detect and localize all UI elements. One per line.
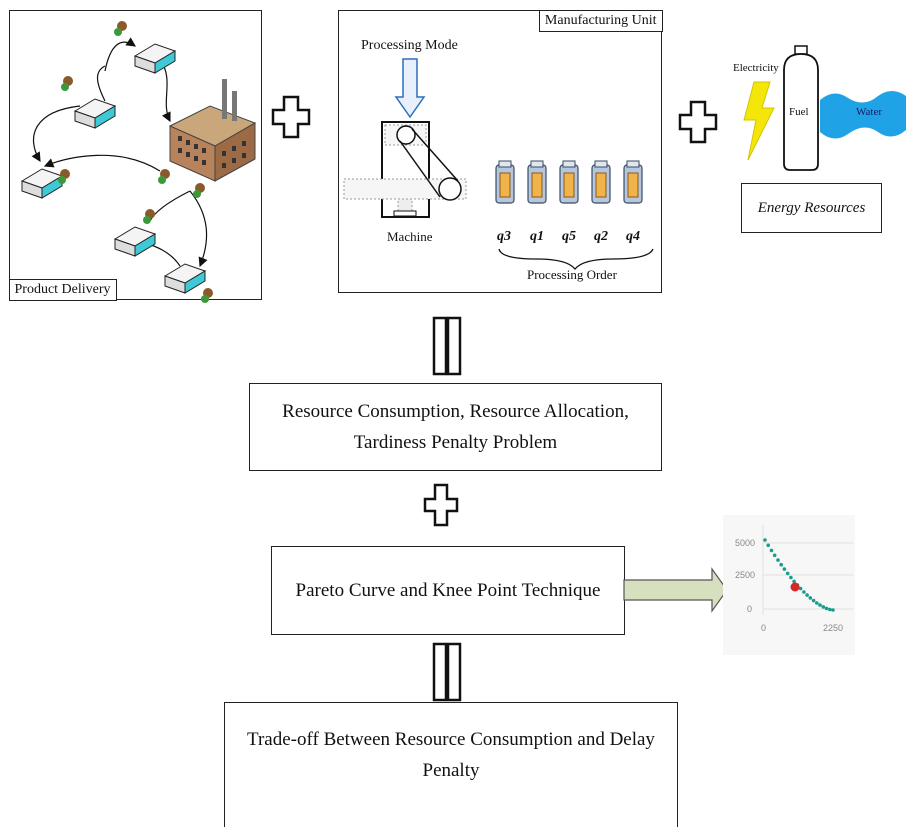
pareto-point [792,579,796,584]
processing-mode-label: Processing Mode [361,38,458,53]
truck-icon [73,98,117,129]
tradeoff-box: Trade-off Between Resource Consumption a… [224,702,678,827]
job-queue [494,159,649,211]
customer-icon [58,169,70,184]
energy-resources-box: Energy Resources [741,183,882,233]
pareto-point [828,607,832,612]
pareto-point [805,593,809,597]
queue-item: q5 [562,229,576,244]
pareto-point [808,596,813,600]
delivery-network [20,21,257,303]
pareto-chart-plot [762,525,853,615]
customer-icon [201,288,213,303]
fuel-label: Fuel [789,106,809,118]
fuel-cylinder-icon [783,45,819,171]
pareto-point [769,548,774,553]
job-icon [527,160,547,204]
customer-icon [114,21,127,36]
pareto-point [776,558,780,562]
pareto-point [824,606,829,611]
pareto-text: Pareto Curve and Knee Point Technique [295,580,601,601]
factory-icon [168,79,257,182]
electricity-label: Electricity [733,62,779,74]
queue-item: q2 [594,229,608,244]
plus-icon [423,483,459,527]
pareto-point [798,586,803,591]
product-delivery-panel: Product Delivery [8,10,262,303]
double-arrow-icon [432,642,462,702]
pareto-box: Pareto Curve and Knee Point Technique [271,546,625,635]
job-icon [495,160,515,204]
y-tick-label: 0 [747,604,753,614]
queue-item: q3 [497,229,511,244]
plus-icon [678,100,718,144]
truck-icon [163,263,207,294]
pareto-chart: 5000 2500 0 0 2250 [723,515,855,655]
pareto-point [785,571,790,576]
truck-icon [133,43,177,74]
energy-resources-label: Energy Resources [757,199,866,216]
pareto-point [763,538,767,542]
truck-icon [20,168,64,199]
machine-label: Machine [387,229,433,244]
pareto-point [818,603,822,607]
manufacturing-unit-panel: Manufacturing Unit Processing Mode Machi… [338,9,663,293]
pareto-point [831,608,835,612]
pareto-point [821,605,826,609]
y-tick-label: 2500 [735,570,756,580]
pareto-point [789,575,793,580]
down-arrow-icon [394,58,426,119]
manufacturing-unit-title: Manufacturing Unit [538,9,663,32]
machine-icon [343,121,467,218]
tradeoff-text: Trade-off Between Resource Consumption a… [247,729,655,781]
processing-order-brace [498,248,654,271]
pareto-point [815,601,819,605]
customer-icon [158,169,170,184]
x-tick-label: 0 [761,623,767,633]
right-arrow-icon [623,567,728,613]
product-delivery-label: Product Delivery [8,278,117,301]
customer-icon [61,76,73,91]
truck-icon [113,226,157,257]
x-tick-label: 2250 [823,623,844,633]
knee-point [790,582,800,592]
water-wave-icon [820,91,906,139]
problem-text: Resource Consumption, Resource Allocatio… [282,401,629,453]
job-icon [591,160,611,204]
customer-icon [143,209,155,224]
lightning-icon [743,81,775,161]
processing-order-label: Processing Order [527,267,617,282]
plus-icon [271,95,311,139]
y-tick-label: 5000 [735,538,756,548]
pareto-point [782,567,787,571]
pareto-point [779,562,783,567]
queue-item: q4 [626,229,640,244]
pareto-point [811,598,816,603]
water-label: Water [856,106,882,118]
customer-icon [193,183,205,198]
queue-item: q1 [530,229,544,244]
problem-box: Resource Consumption, Resource Allocatio… [249,383,662,471]
job-icon [559,160,579,204]
double-arrow-icon [432,316,462,376]
pareto-point [772,553,777,558]
pareto-point [766,543,770,548]
pareto-point [802,590,806,594]
job-icon [623,160,643,204]
